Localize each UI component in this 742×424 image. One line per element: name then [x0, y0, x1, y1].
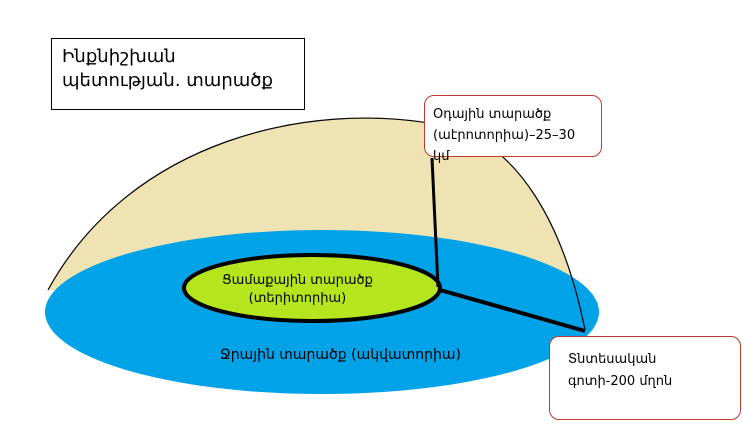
air-height-line — [430, 157, 440, 288]
economic-zone-label-2: գոտի-200 մղոն — [568, 374, 673, 389]
land-territory-label: Ցամաքային տարածք (տերիտորիա) — [222, 272, 373, 308]
land-territory-ellipse — [182, 253, 442, 323]
air-space-outline — [47, 117, 586, 331]
land-territory-label-2: (տերիտորիա) — [248, 291, 347, 306]
land-territory-label-1: Ցամաքային տարածք — [222, 273, 373, 288]
air-space-label-2: (աէրոտորիա)–25–30 կմ — [433, 128, 576, 164]
title-line-2: պետության. տարածք — [62, 70, 273, 91]
air-space-callout: Օդային տարածք (աէրոտորիա)–25–30 կմ — [424, 95, 602, 164]
title-box: Ինքնիշխան պետության. տարածք — [51, 38, 305, 110]
economic-zone-callout: Տնտեսական գոտի-200 մղոն — [549, 336, 741, 420]
water-territory-label: Ջրային տարածք (ակվատորիա) — [220, 347, 461, 363]
air-space-label-1: Օդային տարածք — [433, 107, 552, 122]
economic-zone-line — [439, 288, 586, 333]
title-line-1: Ինքնիշխան — [62, 46, 176, 67]
economic-zone-label-1: Տնտեսական — [568, 352, 657, 367]
